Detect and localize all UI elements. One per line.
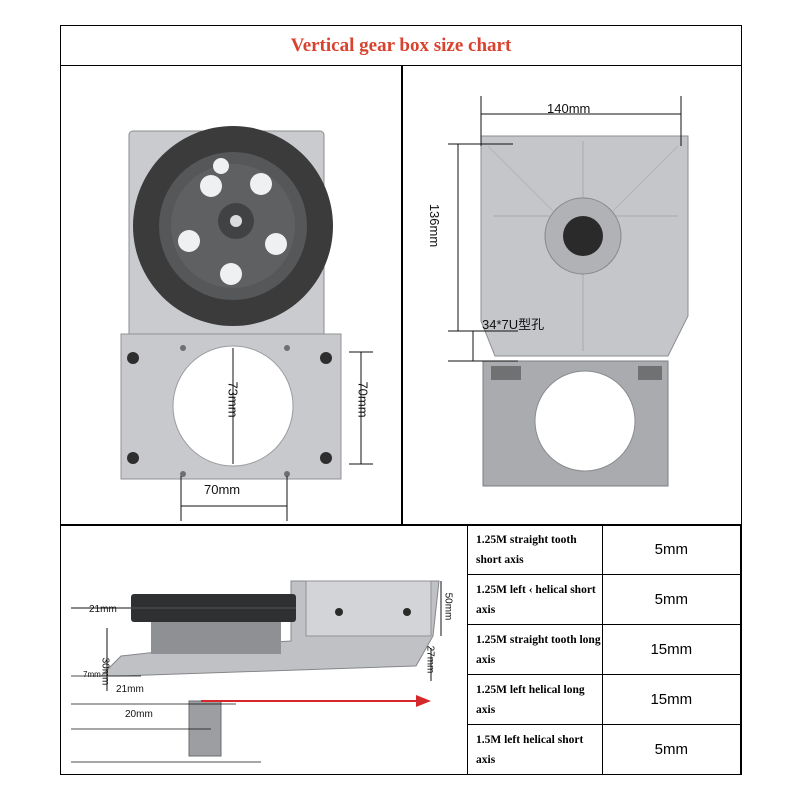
spec-label: 1.25M left helical long axis bbox=[467, 674, 603, 725]
spec-row: 1.25M left ‹ helical short axis 5mm bbox=[467, 574, 742, 625]
spec-row: 1.5M left helical short axis 5mm bbox=[467, 724, 742, 775]
spec-row: 1.25M straight tooth short axis 5mm bbox=[467, 524, 742, 575]
side-view-illustration bbox=[71, 580, 442, 763]
front-view-illustration bbox=[120, 126, 373, 521]
back-hole-label: 34*7U型孔 bbox=[482, 317, 545, 332]
spec-value: 5mm bbox=[601, 524, 742, 575]
back-dim-136: 136mm bbox=[427, 203, 443, 248]
side-dim-21-bottom: 21mm bbox=[116, 684, 144, 695]
front-dim-70-horizontal: 70mm bbox=[204, 482, 241, 497]
side-dim-21-top: 21mm bbox=[89, 604, 117, 615]
spec-label: 1.25M straight tooth short axis bbox=[467, 524, 603, 575]
back-dim-140: 140mm bbox=[547, 101, 591, 116]
spec-row: 1.25M left helical long axis 15mm bbox=[467, 674, 742, 725]
side-dim-7: 7mm bbox=[83, 670, 101, 679]
spec-label: 1.5M left helical short axis bbox=[467, 724, 603, 775]
back-view-illustration bbox=[448, 96, 689, 487]
spec-table: 1.25M straight tooth short axis 5mm 1.25… bbox=[467, 524, 742, 775]
size-chart-frame: Vertical gear box size chart bbox=[60, 25, 742, 775]
spec-label: 1.25M straight tooth long axis bbox=[467, 624, 603, 675]
front-dim-73: 73mm bbox=[225, 381, 241, 418]
spec-value: 5mm bbox=[601, 724, 742, 775]
horizontal-divider bbox=[61, 524, 741, 526]
side-dim-30: 30mm bbox=[99, 657, 111, 686]
spec-value: 15mm bbox=[601, 624, 742, 675]
chart-title: Vertical gear box size chart bbox=[61, 26, 741, 66]
vertical-divider bbox=[401, 66, 403, 524]
side-dim-20: 20mm bbox=[125, 709, 153, 720]
spec-value: 5mm bbox=[601, 574, 742, 625]
spec-label: 1.25M left ‹ helical short axis bbox=[467, 574, 603, 625]
spec-row: 1.25M straight tooth long axis 15mm bbox=[467, 624, 742, 675]
front-dim-70-vertical: 70mm bbox=[355, 381, 371, 418]
side-dim-50: 50mm bbox=[442, 592, 454, 621]
side-dim-27: 27mm bbox=[424, 645, 436, 674]
spec-value: 15mm bbox=[601, 674, 742, 725]
